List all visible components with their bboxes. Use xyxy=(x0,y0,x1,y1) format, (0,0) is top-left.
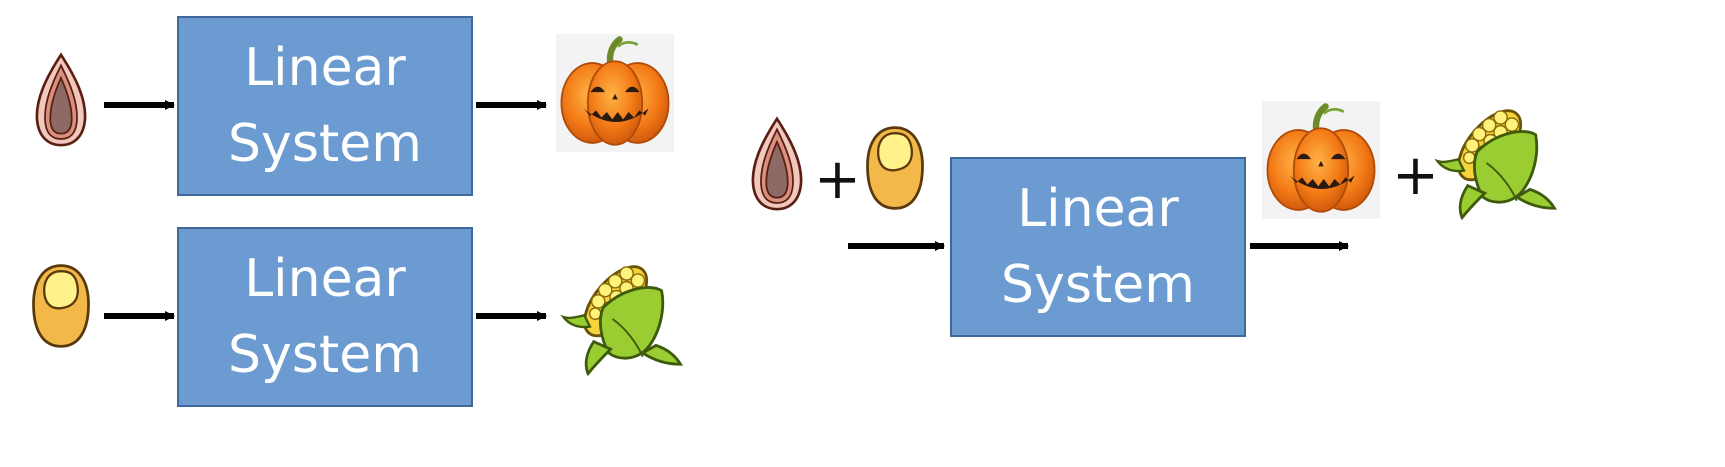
pumpkin-seed-icon xyxy=(30,48,92,152)
box-label-line2: System xyxy=(228,325,422,385)
box-label-line1: Linear xyxy=(244,249,406,309)
plus-operator: + xyxy=(1392,143,1439,208)
pumpkin-icon xyxy=(1262,100,1380,220)
box-label-line1: Linear xyxy=(1017,179,1179,239)
corn-cob-icon xyxy=(556,262,688,376)
output-arrow xyxy=(1250,241,1349,251)
pumpkin-seed-icon xyxy=(746,112,808,216)
corn-kernel-icon xyxy=(28,262,94,350)
output-arrow xyxy=(476,311,547,321)
input-arrow xyxy=(104,100,175,110)
linear-system-box: Linear System xyxy=(950,157,1246,337)
box-label-line1: Linear xyxy=(244,38,406,98)
linear-system-box: Linear System xyxy=(177,16,473,196)
pumpkin-icon xyxy=(556,33,674,153)
box-label-line2: System xyxy=(1001,255,1195,315)
box-label-line2: System xyxy=(228,114,422,174)
output-arrow xyxy=(476,100,547,110)
linear-system-box: Linear System xyxy=(177,227,473,407)
input-arrow xyxy=(104,311,175,321)
input-arrow xyxy=(848,241,945,251)
corn-kernel-icon xyxy=(862,124,928,212)
corn-cob-icon xyxy=(1430,106,1562,220)
plus-operator: + xyxy=(814,147,861,212)
